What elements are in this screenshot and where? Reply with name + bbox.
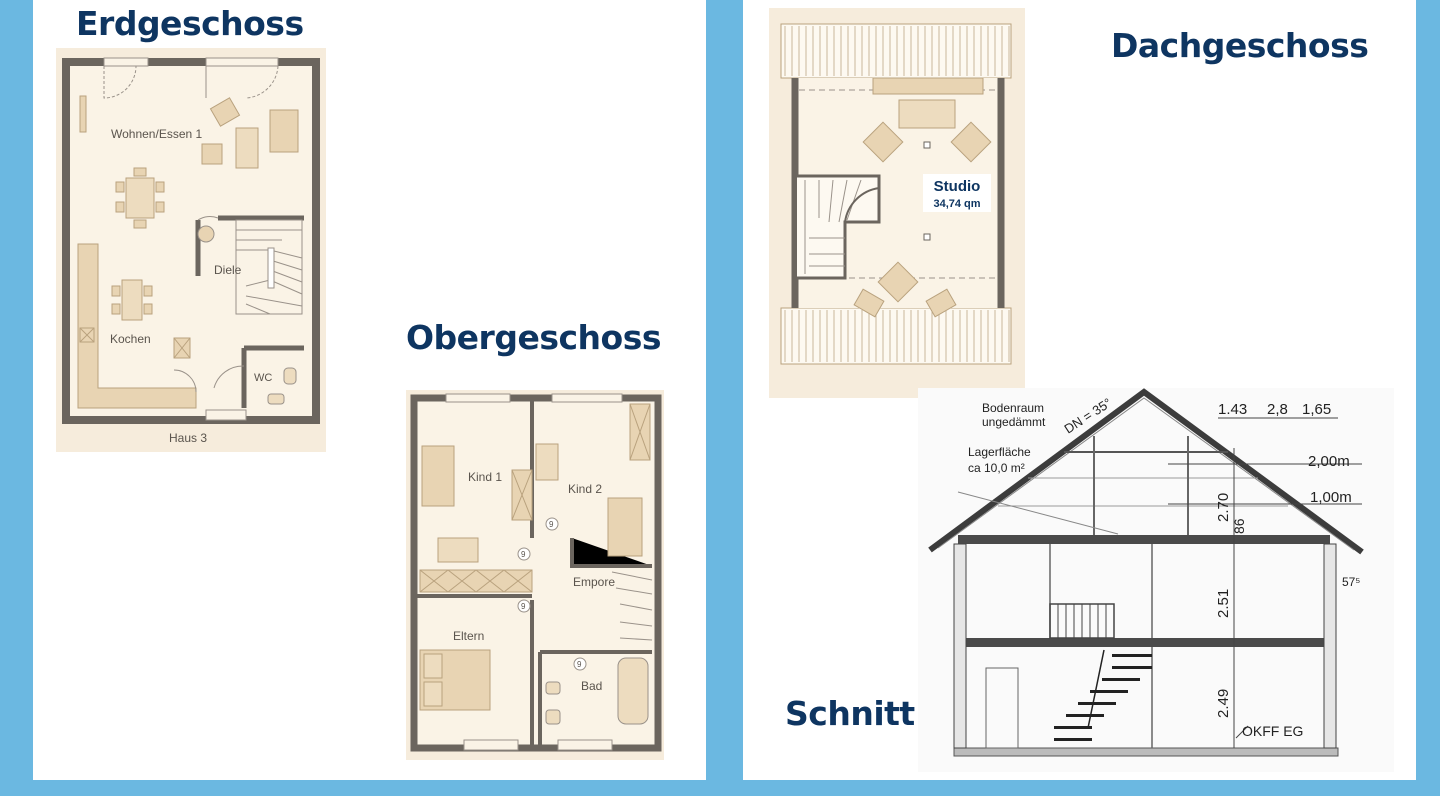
dimension-57: 57⁵ bbox=[1342, 575, 1360, 589]
room-label-kochen: Kochen bbox=[110, 332, 151, 346]
door-mark: 9 bbox=[577, 660, 582, 669]
dimension-2-49: 2.49 bbox=[1215, 689, 1232, 718]
annotation-bodenraum: Bodenraum bbox=[982, 401, 1044, 415]
room-label-bad: Bad bbox=[581, 679, 602, 693]
room-label-diele: Diele bbox=[214, 263, 242, 277]
room-label-eltern: Eltern bbox=[453, 629, 484, 643]
upper-floor-plan: 9 9 9 9 Kind 1 Kind 2 Empore Eltern Bad bbox=[406, 390, 664, 760]
dimension-top-3: 1,65 bbox=[1302, 401, 1331, 418]
annotation-lagerflaeche-area: ca 10,0 m² bbox=[968, 461, 1025, 475]
dimension-top-1: 1.43 bbox=[1218, 401, 1247, 418]
annotation-okff-eg: OKFF EG bbox=[1242, 723, 1303, 739]
ground-floor-plan: Wohnen/Essen 1 Diele Kochen WC Haus 3 bbox=[56, 48, 326, 452]
height-2-00: 2,00m bbox=[1308, 453, 1350, 470]
room-label-kind1: Kind 1 bbox=[468, 470, 502, 484]
door-mark: 9 bbox=[521, 602, 526, 611]
heading-erdgeschoss: Erdgeschoss bbox=[76, 4, 304, 43]
dimension-2-51: 2.51 bbox=[1215, 589, 1232, 618]
room-label-wohnen-essen: Wohnen/Essen 1 bbox=[111, 127, 202, 141]
door-mark: 9 bbox=[549, 520, 554, 529]
dimension-2-70: 2.70 bbox=[1215, 493, 1232, 522]
section-drawing: Bodenraum ungedämmt Lagerfläche ca 10,0 … bbox=[918, 388, 1394, 772]
heading-schnitt: Schnitt bbox=[785, 694, 915, 733]
house-label: Haus 3 bbox=[169, 431, 207, 445]
room-label-studio: Studio bbox=[934, 178, 981, 195]
attic-floor-plan: Studio 34,74 qm bbox=[769, 8, 1025, 398]
annotation-lagerflaeche: Lagerfläche bbox=[968, 445, 1031, 459]
height-1-00: 1,00m bbox=[1310, 489, 1352, 506]
room-label-wc: WC bbox=[254, 372, 272, 384]
heading-obergeschoss: Obergeschoss bbox=[406, 318, 662, 357]
dimension-86: 86 bbox=[1231, 518, 1247, 534]
door-mark: 9 bbox=[521, 550, 526, 559]
dimension-top-2: 2,8 bbox=[1267, 401, 1288, 418]
room-area-studio: 34,74 qm bbox=[933, 198, 980, 210]
heading-dachgeschoss: Dachgeschoss bbox=[1111, 26, 1369, 65]
annotation-ungedaemmt: ungedämmt bbox=[982, 415, 1046, 429]
room-label-kind2: Kind 2 bbox=[568, 482, 602, 496]
room-label-empore: Empore bbox=[573, 575, 615, 589]
